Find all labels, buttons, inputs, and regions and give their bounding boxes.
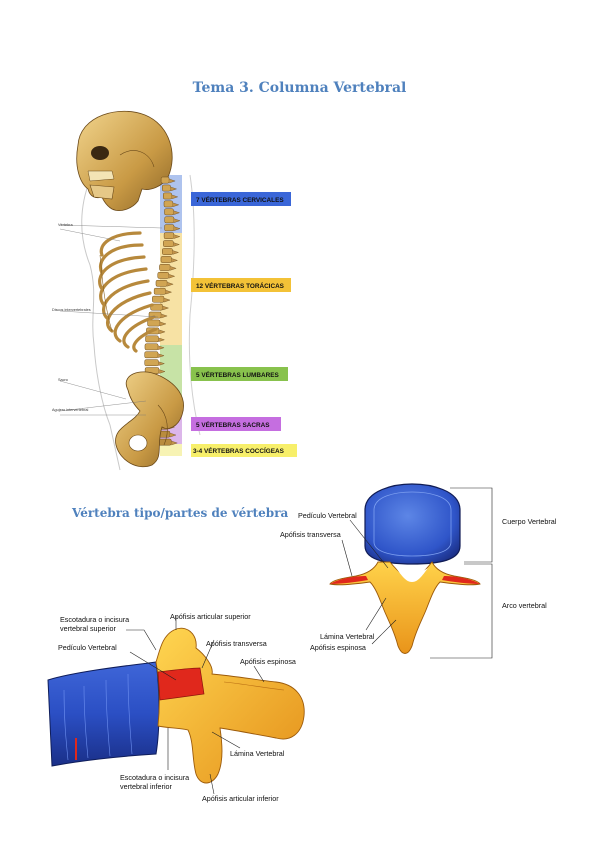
- spinous-process: [158, 329, 166, 335]
- vertebra-segment: [162, 184, 171, 192]
- spinous-process: [173, 210, 181, 215]
- spinous-process: [161, 313, 168, 319]
- section-subtitle: Vértebra tipo/partes de vértebra: [72, 506, 289, 520]
- vertebra-side-view: Escotadura o incisura vertebral superior…: [44, 610, 344, 820]
- vertebra-segment: [144, 343, 159, 351]
- spinous-process: [165, 289, 173, 295]
- spinous-process: [170, 266, 177, 271]
- vertebra-segment: [155, 279, 168, 287]
- label-transversa-top: Apófisis transversa: [280, 530, 341, 539]
- label-espinosa-side: Apófisis espinosa: [240, 657, 296, 666]
- spinous-process: [172, 250, 180, 255]
- spinous-process: [159, 321, 167, 327]
- label-cuerpo: Cuerpo Vertebral: [502, 517, 557, 526]
- spinous-process: [169, 432, 177, 438]
- vertebra-segment: [163, 232, 175, 240]
- spinous-process: [168, 274, 176, 279]
- label-pediculo-side: Pedículo Vertebral: [58, 643, 117, 652]
- vertebra-segment: [152, 295, 165, 303]
- vertebra-segment: [163, 200, 173, 208]
- vertebra-segment: [159, 264, 171, 271]
- arco-vertebral: [329, 561, 481, 654]
- vertebra-segment: [144, 351, 159, 359]
- skeleton-figure: Vértebra Discos intervertebrales Sacro A…: [50, 105, 310, 475]
- label-sacro: Sacro: [58, 378, 68, 382]
- region-sacra: 5 VÉRTEBRAS SACRAS: [191, 417, 281, 431]
- label-lamina-side: Lámina Vertebral: [230, 749, 285, 758]
- vertebra-segment: [147, 319, 161, 327]
- label-escotadura-inf-1: Escotadura o incisura: [120, 773, 189, 782]
- spinous-process: [171, 194, 179, 200]
- label-escotadura-sup-2: vertebral superior: [60, 624, 117, 633]
- region-lumbar: 5 VÉRTEBRAS LUMBARES: [191, 367, 288, 381]
- spinous-process: [163, 297, 171, 303]
- label-arco: Arco vertebral: [502, 601, 547, 610]
- spinous-process: [157, 353, 165, 358]
- spinous-process: [158, 337, 166, 342]
- label-lamina-top: Lámina Vertebral: [320, 632, 375, 641]
- vertebra-segment: [160, 256, 172, 263]
- vertebra-segment: [157, 272, 169, 279]
- pelvis: [115, 371, 184, 468]
- region-coccigea: 3-4 VÉRTEBRAS COCCÍGEAS: [191, 444, 297, 457]
- spinous-process: [158, 369, 166, 374]
- spinous-process: [173, 234, 181, 239]
- svg-text:5 VÉRTEBRAS SACRAS: 5 VÉRTEBRAS SACRAS: [196, 420, 270, 429]
- spinous-process: [158, 361, 165, 366]
- label-transversa-side: Apófisis transversa: [206, 639, 267, 648]
- vertebra-segment: [162, 248, 173, 255]
- pediculo-lateral: [157, 667, 205, 701]
- spinous-process: [167, 282, 174, 287]
- vertebra-segment: [163, 240, 174, 247]
- vertebra-segment: [150, 303, 163, 311]
- svg-text:12 VÉRTEBRAS TORÁCICAS: 12 VÉRTEBRAS TORÁCICAS: [196, 281, 285, 290]
- label-discos: Discos intervertebrales: [52, 308, 91, 312]
- vertebra-segment: [164, 216, 175, 224]
- spinous-process: [169, 178, 176, 184]
- vertebra-segment: [163, 192, 172, 200]
- vertebra-segment: [145, 335, 159, 343]
- vertebra-segment: [164, 224, 175, 232]
- spinous-process: [173, 226, 181, 231]
- spinous-process: [171, 258, 179, 263]
- spinous-process: [173, 218, 181, 223]
- ribs: [98, 231, 158, 353]
- svg-text:7 VÉRTEBRAS CERVICALES: 7 VÉRTEBRAS CERVICALES: [196, 195, 284, 204]
- label-escotadura-sup-1: Escotadura o incisura: [60, 615, 129, 624]
- vertebra-segment: [153, 287, 166, 295]
- cuerpo-vertebral: [364, 483, 461, 565]
- label-vertebra: Vértebra: [58, 223, 73, 227]
- spinous-process: [162, 305, 170, 311]
- page-title: Tema 3. Columna Vertebral: [192, 80, 407, 96]
- vertebra-top-view: Pedículo Vertebral Apófisis transversa C…: [270, 480, 580, 670]
- vertebra-segment: [164, 208, 174, 216]
- label-articular-inf: Apófisis articular inferior: [202, 794, 279, 803]
- label-articular-sup: Apófisis articular superior: [170, 612, 251, 621]
- label-escotadura-inf-2: vertebral inferior: [120, 782, 173, 791]
- region-toracica: 12 VÉRTEBRAS TORÁCICAS: [191, 278, 291, 292]
- svg-text:3-4 VÉRTEBRAS COCCÍGEAS: 3-4 VÉRTEBRAS COCCÍGEAS: [193, 446, 285, 455]
- spinous-process: [172, 202, 180, 208]
- label-pediculo-top: Pedículo Vertebral: [298, 511, 357, 520]
- spinous-process: [171, 440, 178, 446]
- spinous-process: [170, 186, 178, 192]
- spinous-process: [157, 345, 165, 350]
- label-agujero: Agujero intervertebral: [52, 408, 88, 412]
- svg-text:5 VÉRTEBRAS LUMBARES: 5 VÉRTEBRAS LUMBARES: [196, 370, 279, 379]
- label-espinosa-top: Apófisis espinosa: [310, 643, 366, 652]
- vertebra-segment: [160, 176, 170, 184]
- vertebra-segment: [144, 359, 159, 367]
- skull: [76, 111, 173, 211]
- region-cervical: 7 VÉRTEBRAS CERVICALES: [191, 192, 291, 206]
- spinous-process: [173, 242, 180, 247]
- arco-lateral: [155, 627, 305, 784]
